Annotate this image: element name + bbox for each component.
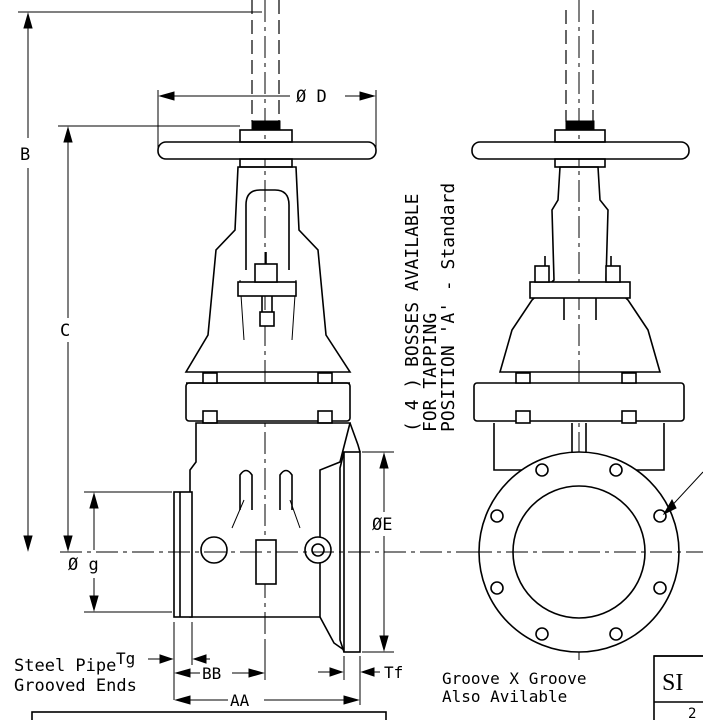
dim-tf-label: Tf — [384, 663, 403, 682]
pipe-end — [173, 491, 193, 618]
valve-body — [189, 422, 352, 618]
spec-table: SI 2 — [31, 655, 703, 720]
handwheel — [157, 141, 377, 160]
handwheel-end — [471, 141, 690, 160]
bonnet-flange-end — [473, 382, 685, 422]
table-header: SI — [662, 670, 683, 696]
dimensions — [18, 11, 394, 705]
end-view — [470, 0, 703, 660]
side-view — [60, 0, 470, 653]
dim-g-label: Ø g — [68, 555, 99, 575]
gland — [237, 281, 297, 297]
title-box — [31, 711, 387, 720]
dim-c-label: C — [60, 321, 70, 341]
dim-b-label: B — [20, 145, 30, 165]
dim-e-label: ØE — [372, 515, 392, 535]
yoke — [184, 166, 352, 373]
bosses-note-line2: FOR TAPPING — [420, 313, 441, 432]
steel-pipe-line1: Steel Pipe — [14, 656, 116, 676]
steel-pipe-line2: Grooved Ends — [14, 676, 137, 696]
groove-line2: Also Avilable — [442, 687, 567, 706]
boss-left — [200, 536, 228, 564]
dim-d-label: Ø D — [296, 87, 327, 107]
dim-aa-label: AA — [230, 691, 250, 710]
bosses-note-line1: ( 4 ) BOSSES AVAILABLE — [402, 194, 423, 432]
stem-nut — [251, 120, 281, 131]
bosses-note: ( 4 ) BOSSES AVAILABLE FOR TAPPING POSIT… — [402, 183, 459, 432]
table-row1: 2 — [688, 706, 696, 720]
groove-line1: Groove X Groove — [442, 669, 587, 688]
bolt-holes — [490, 463, 667, 641]
yoke-end — [498, 166, 662, 373]
dim-tg-label: Tg — [116, 649, 135, 668]
dim-bb-label: BB — [202, 664, 221, 683]
bosses-note-line3: POSITION 'A' - Standard — [438, 183, 459, 432]
